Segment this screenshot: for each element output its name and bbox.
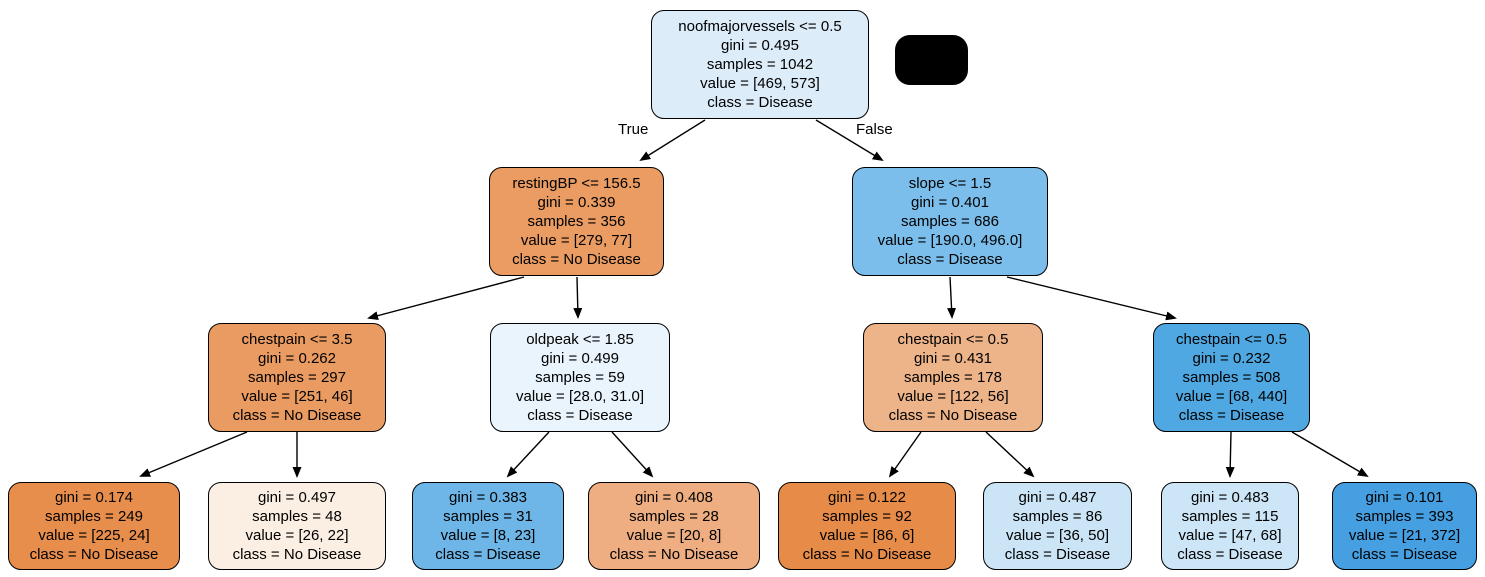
node-split-condition: oldpeak <= 1.85 <box>526 331 634 348</box>
node-samples: samples = 86 <box>1012 508 1103 525</box>
tree-node-oldpeak: oldpeak <= 1.85 gini = 0.499 samples = 5… <box>490 323 670 432</box>
node-gini: gini = 0.174 <box>55 489 133 506</box>
node-class: class = Disease <box>897 251 1003 268</box>
node-split-condition: noofmajorvessels <= 0.5 <box>678 18 842 35</box>
edge-oldpeak-to-leaf3 <box>506 431 550 478</box>
edge-slope-to-chestpainr <box>1006 276 1177 321</box>
node-gini: gini = 0.495 <box>721 37 799 54</box>
edge-label-false: False <box>856 121 893 138</box>
node-class: class = No Disease <box>802 546 932 563</box>
node-gini: gini = 0.408 <box>635 489 713 506</box>
tree-node-slope: slope <= 1.5 gini = 0.401 samples = 686 … <box>852 167 1048 276</box>
tree-leaf-4: gini = 0.408 samples = 28 value = [20, 8… <box>588 482 760 570</box>
node-samples: samples = 28 <box>629 508 719 525</box>
node-value: value = [122, 56] <box>897 388 1009 405</box>
node-class: class = Disease <box>1178 407 1285 424</box>
node-gini: gini = 0.497 <box>258 489 336 506</box>
tree-node-root: noofmajorvessels <= 0.5 gini = 0.495 sam… <box>651 10 869 119</box>
node-value: value = [28.0, 31.0] <box>515 388 644 405</box>
node-class: class = Disease <box>1004 546 1111 563</box>
tree-leaf-1: gini = 0.174 samples = 249 value = [225,… <box>8 482 180 570</box>
node-gini: gini = 0.339 <box>537 194 616 211</box>
node-split-condition: restingBP <= 156.5 <box>512 175 641 192</box>
edge-chestpainr-to-leaf7 <box>1225 431 1235 478</box>
node-class: class = No Disease <box>29 546 159 563</box>
tree-node-chestpain-0-5-right: chestpain <= 0.5 gini = 0.232 samples = … <box>1153 323 1310 432</box>
edge-restingbp-to-chestpain35 <box>367 276 525 321</box>
node-samples: samples = 686 <box>901 213 999 230</box>
node-class: class = Disease <box>1177 546 1283 563</box>
node-samples: samples = 249 <box>45 508 143 525</box>
node-value: value = [86, 6] <box>819 527 915 544</box>
node-samples: samples = 48 <box>252 508 342 525</box>
node-split-condition: slope <= 1.5 <box>908 175 992 192</box>
node-samples: samples = 115 <box>1181 508 1279 525</box>
node-value: value = [225, 24] <box>38 527 150 544</box>
node-class: class = No Disease <box>232 546 362 563</box>
node-class: class = No Disease <box>232 407 362 424</box>
tree-leaf-3: gini = 0.383 samples = 31 value = [8, 23… <box>412 482 564 570</box>
node-samples: samples = 508 <box>1182 369 1281 386</box>
node-gini: gini = 0.431 <box>914 350 992 367</box>
node-value: value = [47, 68] <box>1178 527 1282 544</box>
edge-root-to-restingbp <box>639 119 706 162</box>
node-samples: samples = 1042 <box>706 56 814 73</box>
node-value: value = [190.0, 496.0] <box>877 232 1023 249</box>
node-gini: gini = 0.487 <box>1018 489 1097 506</box>
tree-leaf-2: gini = 0.497 samples = 48 value = [26, 2… <box>208 482 386 570</box>
edge-chestpain35-to-leaf1 <box>139 431 248 477</box>
node-class: class = Disease <box>707 94 813 111</box>
node-samples: samples = 297 <box>248 369 346 386</box>
node-gini: gini = 0.383 <box>449 489 527 506</box>
node-gini: gini = 0.262 <box>258 350 336 367</box>
node-samples: samples = 59 <box>535 369 625 386</box>
edge-chestpainl-to-leaf5 <box>888 431 922 478</box>
node-samples: samples = 92 <box>822 508 912 525</box>
edge-label-true: True <box>618 121 649 138</box>
node-value: value = [21, 372] <box>1348 527 1461 544</box>
node-class: class = Disease <box>527 407 633 424</box>
node-samples: samples = 356 <box>527 213 626 230</box>
node-class: class = Disease <box>435 546 541 563</box>
tree-leaf-7: gini = 0.483 samples = 115 value = [47, … <box>1161 482 1299 570</box>
node-gini: gini = 0.401 <box>911 194 989 211</box>
node-value: value = [279, 77] <box>520 232 633 249</box>
node-gini: gini = 0.122 <box>828 489 906 506</box>
node-samples: samples = 31 <box>443 508 533 525</box>
edge-oldpeak-to-leaf4 <box>611 431 654 478</box>
node-value: value = [251, 46] <box>241 388 353 405</box>
node-value: value = [26, 22] <box>245 527 349 544</box>
node-split-condition: chestpain <= 0.5 <box>1176 331 1287 348</box>
node-samples: samples = 393 <box>1355 508 1454 525</box>
node-class: class = No Disease <box>512 251 641 268</box>
node-split-condition: chestpain <= 0.5 <box>897 331 1009 348</box>
node-class: class = No Disease <box>888 407 1018 424</box>
node-value: value = [469, 573] <box>700 75 820 92</box>
tree-leaf-8: gini = 0.101 samples = 393 value = [21, … <box>1332 482 1477 570</box>
node-split-condition: chestpain <= 3.5 <box>241 331 353 348</box>
tree-leaf-6: gini = 0.487 samples = 86 value = [36, 5… <box>983 482 1132 570</box>
node-class: class = No Disease <box>609 546 739 563</box>
edge-root-to-slope <box>815 119 884 162</box>
tree-leaf-5: gini = 0.122 samples = 92 value = [86, 6… <box>778 482 956 570</box>
node-gini: gini = 0.483 <box>1191 489 1269 506</box>
tree-node-restingbp: restingBP <= 156.5 gini = 0.339 samples … <box>489 167 664 276</box>
edge-chestpainr-to-leaf8 <box>1291 431 1369 478</box>
node-gini: gini = 0.499 <box>541 350 619 367</box>
collapsed-node-blob <box>895 35 968 85</box>
edge-chestpainl-to-leaf6 <box>985 431 1035 478</box>
node-value: value = [36, 50] <box>1006 527 1109 544</box>
node-value: value = [68, 440] <box>1175 388 1288 405</box>
node-class: class = Disease <box>1351 546 1458 563</box>
tree-node-chestpain-3-5: chestpain <= 3.5 gini = 0.262 samples = … <box>208 323 386 432</box>
node-value: value = [8, 23] <box>440 527 536 544</box>
tree-node-chestpain-0-5-left: chestpain <= 0.5 gini = 0.431 samples = … <box>863 323 1043 432</box>
node-gini: gini = 0.232 <box>1192 350 1271 367</box>
node-gini: gini = 0.101 <box>1365 489 1444 506</box>
edge-restingbp-to-oldpeak <box>573 276 583 319</box>
node-samples: samples = 178 <box>904 369 1002 386</box>
node-value: value = [20, 8] <box>626 527 722 544</box>
edge-slope-to-chestpainl <box>947 276 957 319</box>
